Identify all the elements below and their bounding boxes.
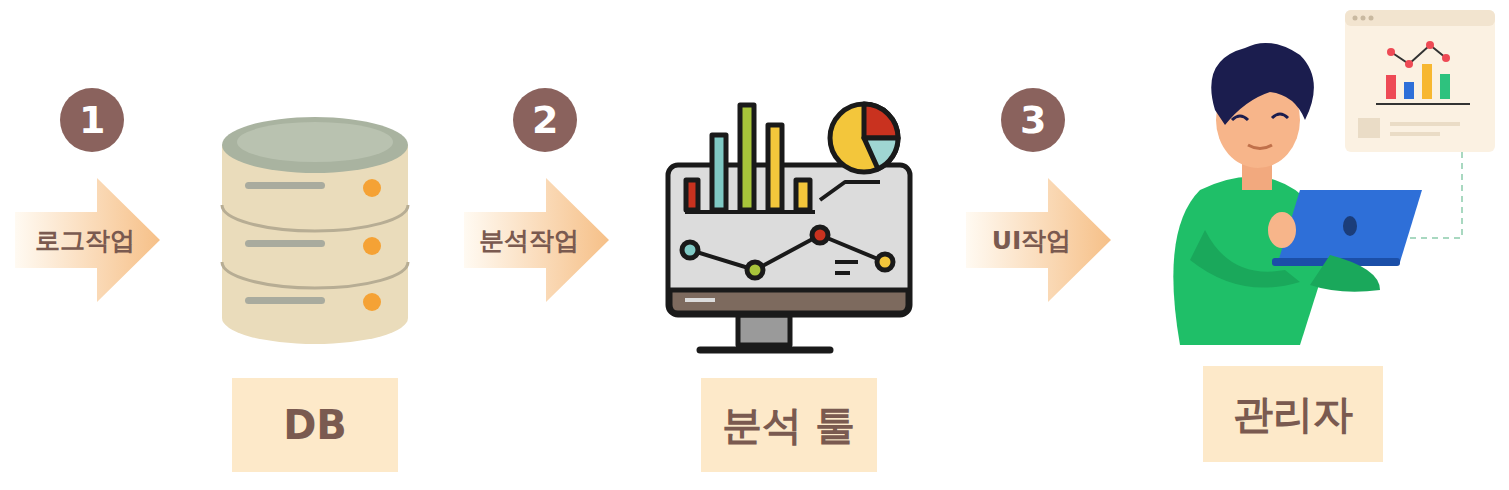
arrow-label: 분석작업 bbox=[479, 224, 579, 257]
arrow-label-holder: 분석작업 bbox=[479, 224, 579, 257]
flow-arrow bbox=[464, 178, 609, 302]
callout-circle bbox=[513, 88, 577, 152]
arrow-label-holder: UI작업 bbox=[991, 224, 1071, 257]
analysis-monitor-icon bbox=[668, 104, 910, 350]
flow-arrow bbox=[966, 178, 1111, 302]
admin-person-illustration bbox=[1173, 10, 1495, 345]
callout-circle bbox=[60, 88, 124, 152]
arrow-label: UI작업 bbox=[992, 224, 1072, 257]
arrow-label: 로그작업 bbox=[35, 224, 135, 257]
node-box: 관리자 bbox=[1165, 40, 1420, 462]
flow-arrow bbox=[15, 178, 160, 302]
callout-number-holder: 2 bbox=[532, 98, 559, 142]
node-box: DB bbox=[222, 100, 408, 472]
node-label: 분석 툴 bbox=[701, 378, 877, 472]
callout-circle bbox=[1001, 88, 1065, 152]
arrow-label-holder: 로그작업 bbox=[35, 224, 135, 257]
node-box: 분석 툴 bbox=[665, 100, 912, 472]
database-icon bbox=[222, 117, 408, 344]
callout-number: 2 bbox=[532, 98, 558, 142]
callout-number-holder: 1 bbox=[79, 98, 106, 142]
callout-number-holder: 3 bbox=[1020, 98, 1047, 142]
node-label: DB bbox=[232, 378, 398, 472]
callout-number: 1 bbox=[79, 98, 105, 142]
node-label: 관리자 bbox=[1203, 366, 1383, 462]
callout-number: 3 bbox=[1020, 98, 1046, 142]
